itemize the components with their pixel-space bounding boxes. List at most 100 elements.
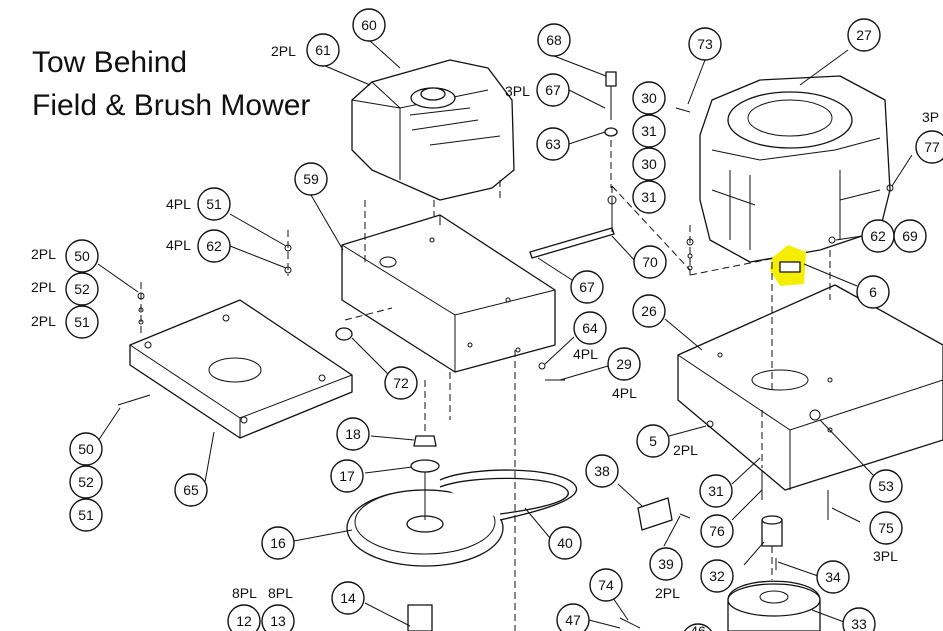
callout-51-a-label: 51	[206, 196, 222, 212]
callout-64: 64	[573, 311, 607, 345]
callout-39-label: 39	[658, 556, 674, 572]
deck-plate-drawing	[677, 284, 943, 491]
washer-drawing	[410, 459, 440, 473]
bracket-plate-drawing	[341, 214, 556, 373]
callout-13: 13	[261, 604, 295, 631]
callout-50-b: 50	[69, 432, 103, 466]
callout-34-label: 34	[825, 569, 841, 585]
callout-60-label: 60	[361, 17, 377, 33]
qty-label-51: 4PL	[166, 196, 191, 212]
drive-shaft-drawing	[407, 604, 433, 631]
callout-26: 26	[632, 294, 666, 328]
callout-67-top: 67	[536, 73, 570, 107]
callout-14: 14	[331, 581, 365, 615]
qty-label-64: 4PL	[573, 346, 598, 362]
callout-69-label: 69	[902, 228, 918, 244]
callout-77-label: 77	[924, 139, 940, 155]
callout-68: 68	[537, 23, 571, 57]
callout-77: 77	[915, 130, 943, 164]
callout-75: 75	[869, 511, 903, 545]
callout-67-mid-label: 67	[579, 279, 595, 295]
callout-61-label: 61	[315, 42, 331, 58]
callout-63-label: 63	[545, 136, 561, 152]
callout-62-b-label: 62	[870, 228, 886, 244]
callout-17: 17	[330, 459, 364, 493]
fuel-tank-drawing	[351, 59, 515, 201]
callout-51-b: 51	[65, 305, 99, 339]
callout-65: 65	[174, 473, 208, 507]
assembly-lines	[140, 140, 831, 631]
callout-18: 18	[336, 417, 370, 451]
callout-27-label: 27	[856, 27, 872, 43]
callout-31-c: 31	[699, 474, 733, 508]
callout-75-label: 75	[878, 520, 894, 536]
callout-38-label: 38	[594, 463, 610, 479]
mount-plate-drawing	[129, 299, 353, 439]
qty-label-51-b: 2PL	[31, 313, 56, 329]
callout-5-label: 5	[649, 433, 657, 449]
callout-30-a: 30	[632, 81, 666, 115]
callout-31-b-label: 31	[641, 189, 657, 205]
callout-13-label: 13	[270, 613, 286, 629]
callout-62-a: 62	[197, 229, 231, 263]
belt-drawing	[439, 469, 578, 521]
callout-52-a-label: 52	[74, 281, 90, 297]
callout-27: 27	[847, 18, 881, 52]
spacer-drawing	[761, 515, 783, 547]
callout-51-a: 51	[197, 187, 231, 221]
callout-30-b: 30	[632, 147, 666, 181]
qty-label-67: 3PL	[505, 83, 530, 99]
callout-32-label: 32	[709, 568, 725, 584]
callout-29: 29	[607, 347, 641, 381]
callout-64-label: 64	[582, 320, 598, 336]
qty-label-5: 2PL	[673, 442, 698, 458]
callout-51-b-label: 51	[74, 314, 90, 330]
callout-14-label: 14	[340, 590, 356, 606]
callout-74: 74	[589, 568, 623, 602]
qty-label-61: 2PL	[271, 43, 296, 59]
qty-label-50: 2PL	[31, 246, 56, 262]
callout-30-a-label: 30	[641, 90, 657, 106]
callout-73: 73	[688, 27, 722, 61]
callout-70-label: 70	[642, 254, 658, 270]
callout-12: 12	[227, 604, 261, 631]
callout-31-a-label: 31	[641, 123, 657, 139]
qty-label-13: 8PL	[268, 585, 293, 601]
callout-38: 38	[585, 454, 619, 488]
callout-67-mid: 67	[570, 270, 604, 304]
callout-59-label: 59	[303, 171, 319, 187]
callout-52-a: 52	[65, 272, 99, 306]
callout-46: 46	[683, 623, 713, 631]
callout-40: 40	[548, 526, 582, 560]
callout-52-b-label: 52	[78, 474, 94, 490]
callout-76-label: 76	[709, 523, 725, 539]
callout-63: 63	[536, 127, 570, 161]
callout-50-a: 50	[65, 239, 99, 273]
callout-76: 76	[700, 514, 734, 548]
engine-drawing	[699, 75, 891, 263]
callout-70: 70	[633, 245, 667, 279]
callout-74-label: 74	[598, 577, 614, 593]
callout-32: 32	[700, 559, 734, 593]
shaft-drawing	[529, 195, 617, 259]
callout-50-a-label: 50	[74, 248, 90, 264]
callout-72: 72	[384, 366, 418, 400]
callout-31-b: 31	[632, 180, 666, 214]
callout-31-a: 31	[632, 114, 666, 148]
callout-61: 61	[306, 33, 340, 67]
callout-39: 39	[649, 547, 683, 581]
callout-69: 69	[893, 219, 927, 253]
bushing-drawing	[335, 327, 353, 341]
callout-52-b: 52	[69, 465, 103, 499]
callout-34: 34	[816, 560, 850, 594]
fitting-drawing	[779, 261, 801, 273]
callout-16: 16	[261, 526, 295, 560]
title-line-2: Field & Brush Mower	[32, 89, 310, 122]
qty-label-52: 2PL	[31, 279, 56, 295]
title-line-1: Tow Behind	[32, 46, 187, 79]
callout-60: 60	[352, 8, 386, 42]
callout-6: 6	[856, 275, 890, 309]
callout-18-label: 18	[345, 426, 361, 442]
